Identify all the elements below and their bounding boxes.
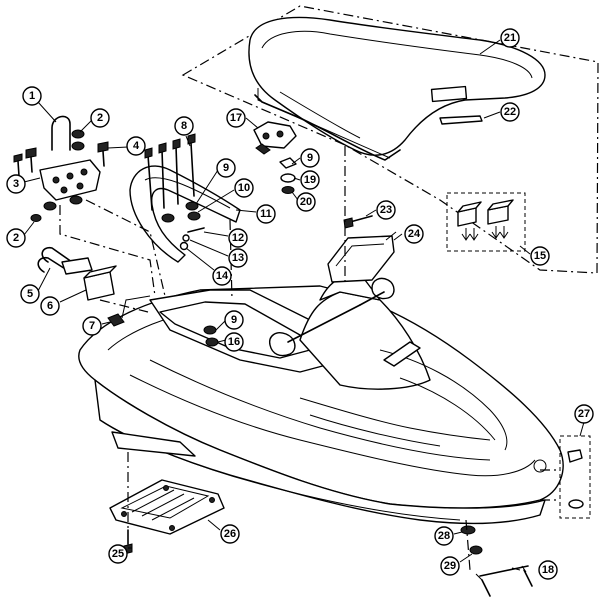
- callout-2a: 2: [90, 108, 110, 128]
- callout-9a-label: 9: [223, 162, 229, 174]
- callout-17: 17: [226, 108, 246, 128]
- callout-25: 25: [108, 544, 128, 564]
- callout-21: 21: [500, 28, 520, 48]
- hull: [78, 274, 564, 525]
- callout-26-label: 26: [224, 528, 236, 540]
- callout-7: 7: [82, 316, 102, 336]
- callout-14-label: 14: [216, 270, 229, 282]
- callout-2a-label: 2: [97, 112, 103, 124]
- callout-9b-label: 9: [231, 314, 237, 326]
- callout-10: 10: [234, 178, 254, 198]
- callout-1: 1: [22, 86, 42, 106]
- callout-24-label: 24: [408, 228, 421, 240]
- seat-latch-17: [253, 121, 297, 155]
- callout-28: 28: [434, 526, 454, 546]
- callout-9c: 9: [300, 148, 320, 168]
- callout-14: 14: [212, 266, 232, 286]
- callout-15: 15: [530, 246, 550, 266]
- ubolt-plate-group: [37, 246, 125, 327]
- callout-8: 8: [174, 116, 194, 136]
- callout-3: 3: [6, 174, 26, 194]
- callout-20: 20: [296, 192, 316, 212]
- fasteners-8-14: [144, 133, 205, 251]
- callout-4-label: 4: [133, 140, 140, 152]
- callout-16: 16: [224, 332, 244, 352]
- bow-eye-detail: [559, 435, 591, 519]
- callout-19-label: 19: [304, 174, 316, 186]
- callout-20-label: 20: [300, 196, 312, 208]
- callout-3-label: 3: [13, 178, 19, 190]
- callout-29: 29: [440, 556, 460, 576]
- callout-5: 5: [20, 284, 40, 304]
- callout-1-label: 1: [29, 90, 35, 102]
- callout-12: 12: [228, 228, 248, 248]
- callout-12-label: 12: [232, 232, 244, 244]
- callout-22: 22: [500, 102, 520, 122]
- callout-13: 13: [228, 248, 248, 268]
- callout-17-label: 17: [230, 112, 242, 124]
- callout-24: 24: [404, 224, 424, 244]
- callout-13-label: 13: [232, 252, 244, 264]
- callout-11-label: 11: [260, 208, 272, 220]
- callout-27-label: 27: [578, 408, 590, 420]
- callout-29-label: 29: [444, 560, 456, 572]
- callout-16-label: 16: [228, 336, 240, 348]
- leader-lines: [23, 39, 585, 571]
- callout-9b: 9: [224, 310, 244, 330]
- callout-2b: 2: [6, 228, 26, 248]
- callout-28-label: 28: [438, 530, 450, 542]
- seat: [248, 16, 546, 161]
- callout-15-label: 15: [534, 250, 546, 262]
- callout-6-label: 6: [47, 300, 53, 312]
- callout-6: 6: [40, 296, 60, 316]
- callout-18: 18: [538, 560, 558, 580]
- callout-11: 11: [256, 204, 276, 224]
- callout-9c-label: 9: [307, 152, 313, 164]
- callout-18-label: 18: [542, 564, 554, 576]
- intake-grate: [109, 479, 225, 535]
- callout-26: 26: [220, 524, 240, 544]
- callout-23: 23: [376, 200, 396, 220]
- callouts: 1 2 2 3 4 5 6 7 8 9 9 9 10 11 12 13 14 1…: [6, 28, 594, 580]
- seat-assembly-boundary: [181, 5, 599, 274]
- storage-part-24: [327, 231, 397, 283]
- callout-7-label: 7: [89, 320, 95, 332]
- bow-fasteners: [460, 525, 533, 597]
- callout-19: 19: [300, 170, 320, 190]
- callout-5-label: 5: [27, 288, 33, 300]
- callout-25-label: 25: [112, 548, 124, 560]
- callout-22-label: 22: [504, 106, 516, 118]
- callout-23-label: 23: [380, 204, 392, 216]
- callout-9a: 9: [216, 158, 236, 178]
- bracket-3: [13, 115, 109, 222]
- callout-10-label: 10: [238, 182, 250, 194]
- callout-27: 27: [574, 404, 594, 424]
- callout-8-label: 8: [181, 120, 187, 132]
- callout-2b-label: 2: [13, 232, 19, 244]
- bolt-23: [343, 215, 373, 229]
- seat-latch-detail: [446, 192, 526, 252]
- callout-21-label: 21: [504, 32, 516, 44]
- callout-4: 4: [126, 136, 146, 156]
